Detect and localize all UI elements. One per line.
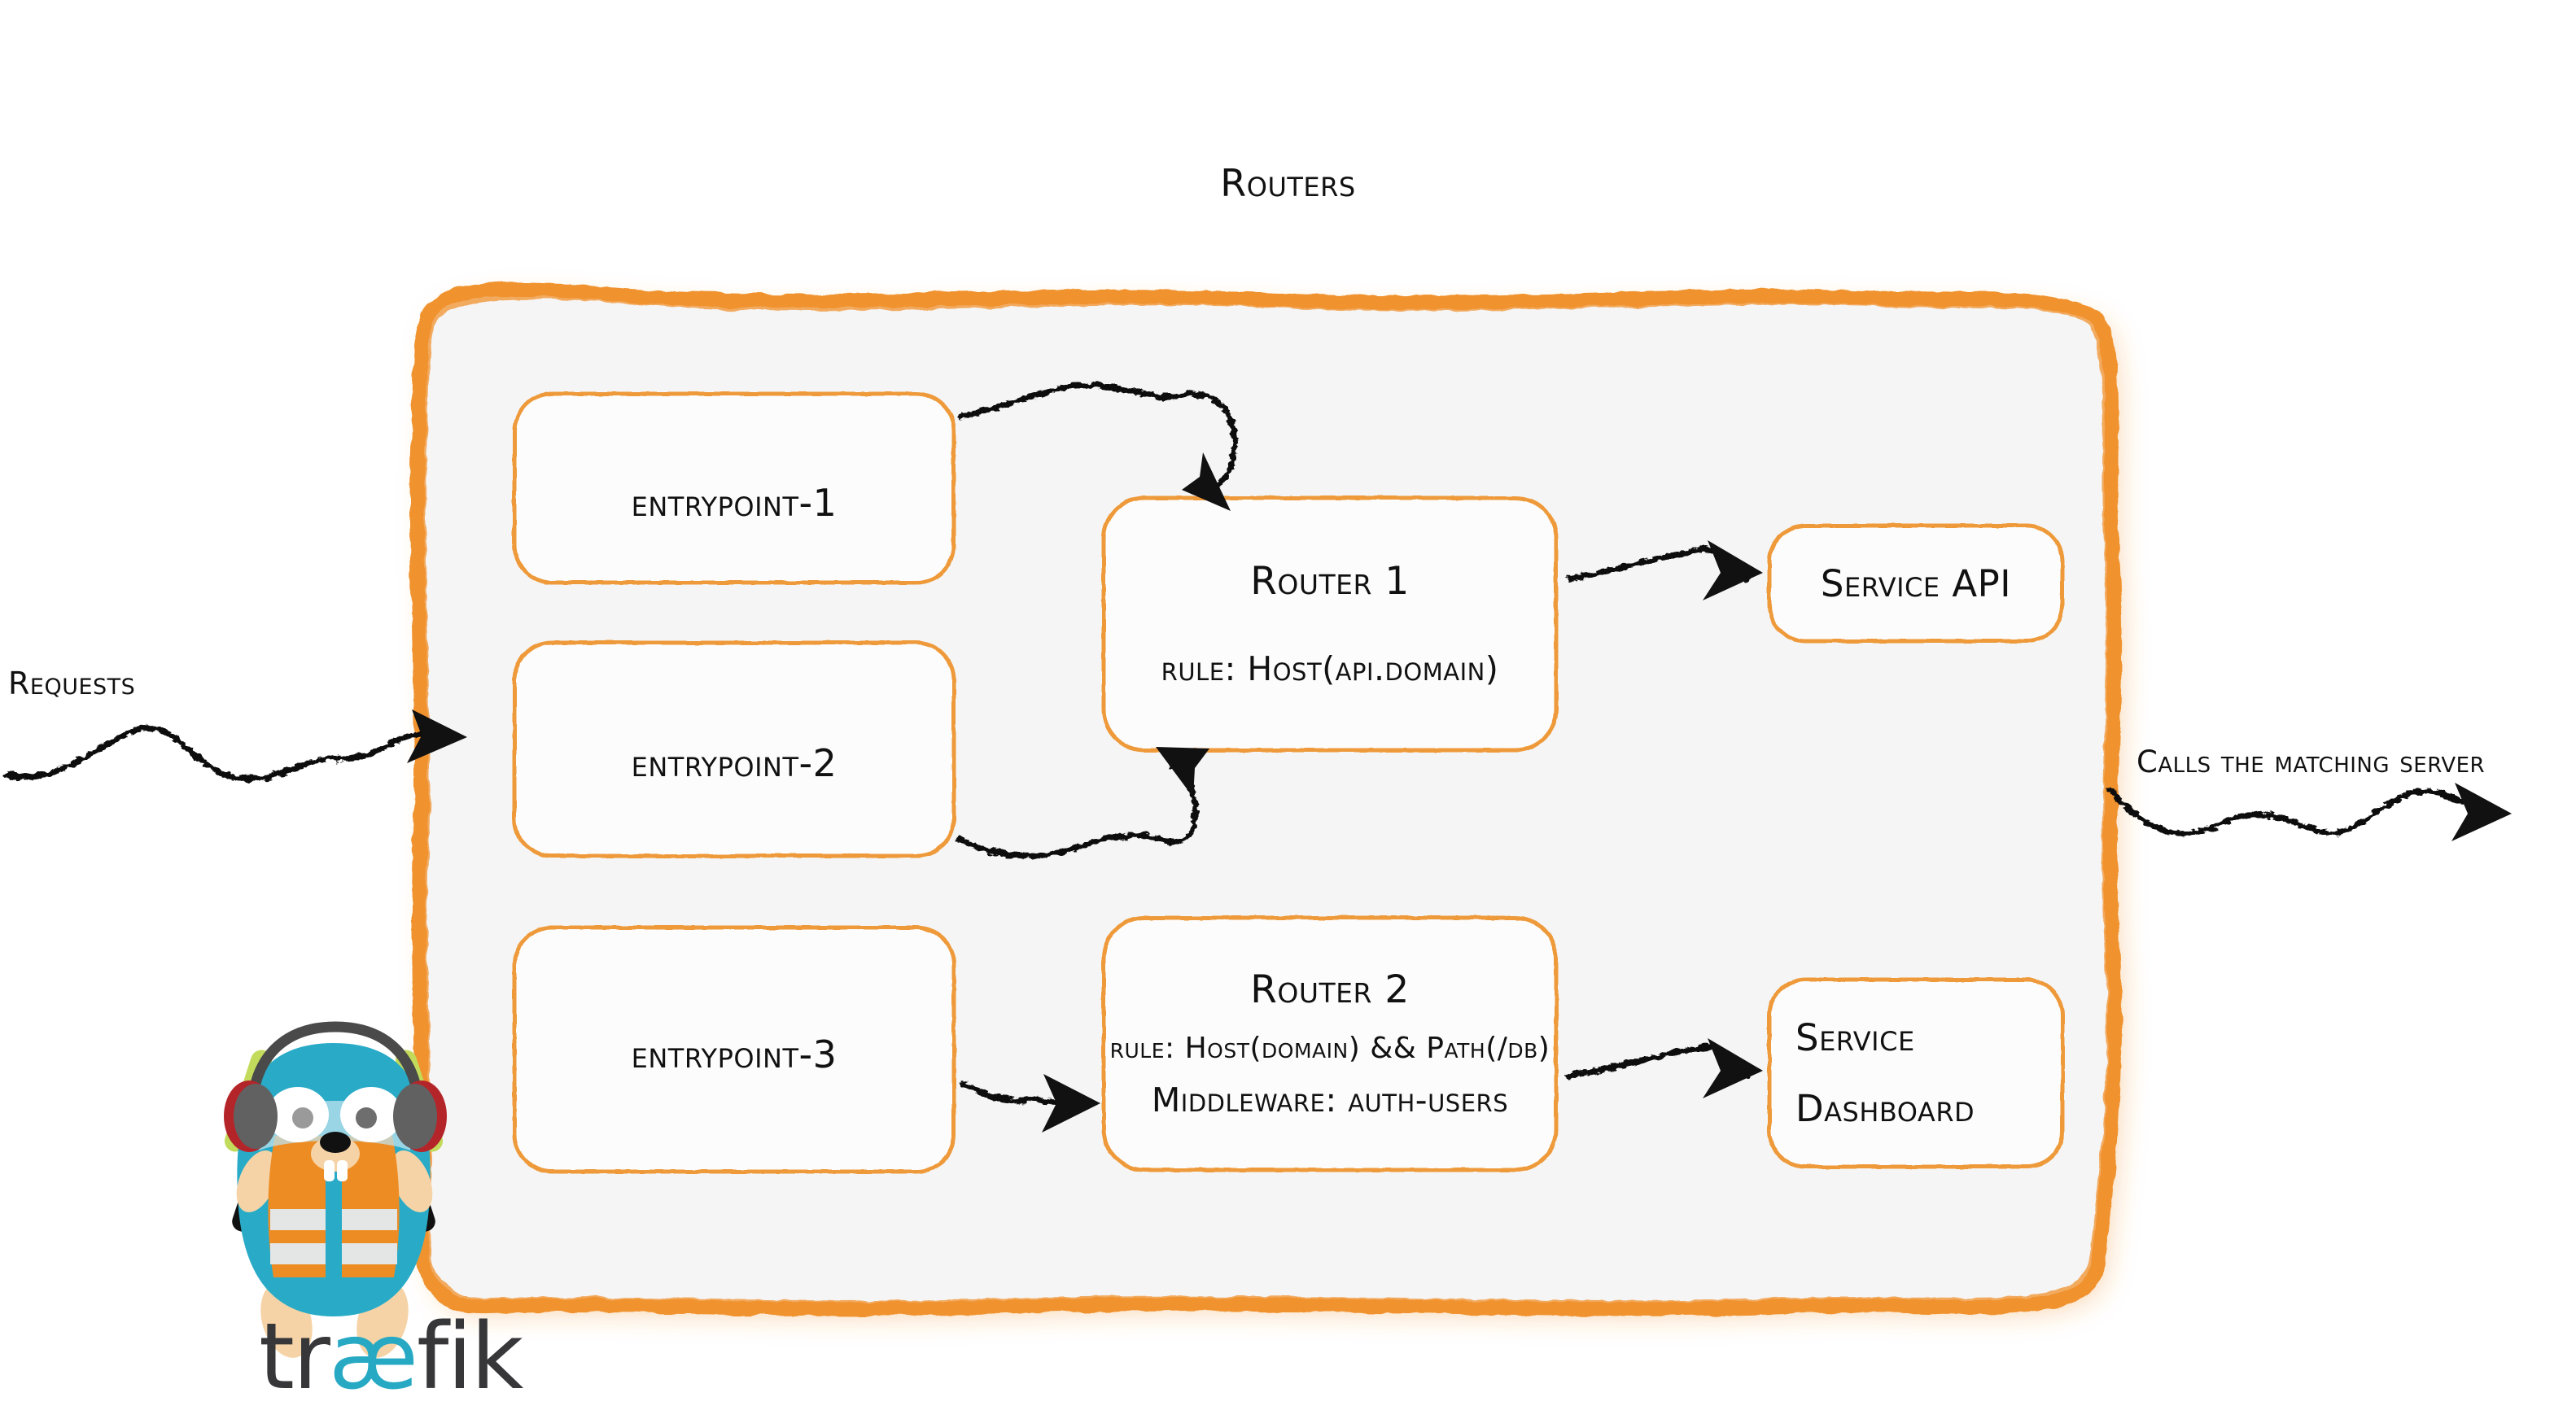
- gopher-nose: [320, 1132, 351, 1153]
- router-2-box: [1101, 915, 1559, 1172]
- arrowhead-ep1-router1: [1182, 452, 1231, 511]
- arrowhead-requests: [407, 709, 467, 763]
- gopher-tooth-left: [324, 1160, 335, 1181]
- gopher-arm-left: [236, 1150, 278, 1212]
- arrowhead-router1-serviceapi: [1703, 540, 1763, 600]
- arrowhead-calls-server: [2451, 783, 2512, 841]
- traefik-logo-wordmark: træfik: [259, 1312, 523, 1403]
- arrowheads: [407, 452, 2512, 1133]
- requests-label: Requests: [8, 666, 136, 701]
- traefik-gopher-mascot: [224, 1021, 447, 1358]
- arrow-ep2-router1: [956, 760, 1199, 859]
- arrow-ep1-router1: [957, 382, 1238, 487]
- entrypoint-1-box: [512, 391, 956, 585]
- wordmark-start: tr: [259, 1304, 330, 1410]
- router-1-box: [1101, 495, 1559, 753]
- gopher-tooth-right: [337, 1160, 348, 1181]
- entrypoint-2-box: [512, 640, 956, 858]
- arrowhead-ep2-router1: [1156, 747, 1209, 797]
- gopher-headphones: [224, 1021, 447, 1152]
- service-dashboard-box: [1767, 977, 2065, 1169]
- arrowhead-ep3-router2: [1042, 1074, 1100, 1133]
- entrypoint-3-box: [512, 925, 956, 1174]
- wordmark-ae-ligature: æ: [328, 1304, 418, 1410]
- wordmark-end: fik: [416, 1304, 523, 1410]
- page-title: Routers: [1220, 161, 1356, 205]
- service-api-box: [1767, 523, 2065, 644]
- gopher-pupil-left: [292, 1107, 313, 1128]
- gopher-arm-right: [391, 1150, 433, 1212]
- gopher-safety-vest: [268, 1136, 400, 1277]
- calls-matching-server-label: Calls the matching server: [2136, 744, 2486, 779]
- arrow-requests: [3, 725, 426, 782]
- arrowhead-router2-servicedashboard: [1703, 1038, 1763, 1098]
- arrow-calls-server: [2106, 786, 2494, 836]
- gopher-pupil-right: [356, 1107, 377, 1128]
